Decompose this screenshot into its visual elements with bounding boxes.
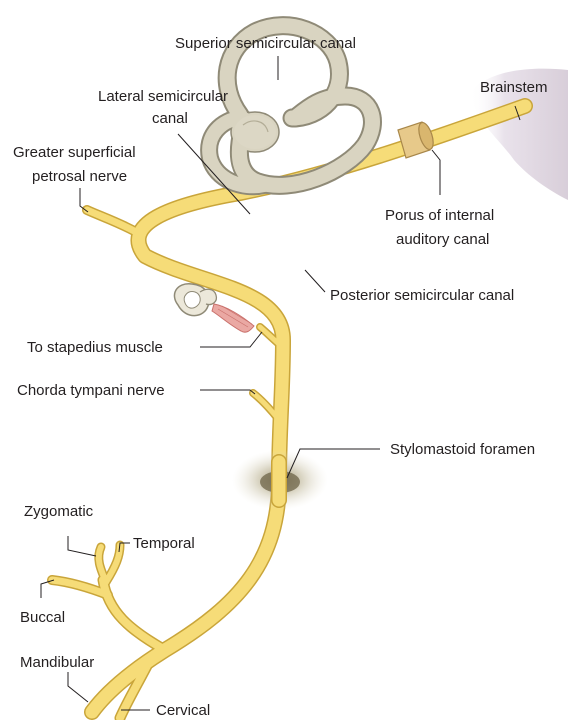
posterior-canal-label: Posterior semicircular canal <box>330 287 514 304</box>
stapedius-muscle <box>212 304 254 332</box>
stapedius-label: To stapedius muscle <box>27 339 163 356</box>
superior-canal-label: Superior semicircular canal <box>175 35 356 52</box>
brainstem-label: Brainstem <box>480 79 548 96</box>
cervical-label: Cervical <box>156 702 210 719</box>
facial-nerve <box>52 106 525 718</box>
chorda-tympani-label: Chorda tympani nerve <box>17 382 165 399</box>
stylomastoid-foramen-shape <box>232 450 328 510</box>
temporal-label: Temporal <box>133 535 195 552</box>
zygomatic-label: Zygomatic <box>24 503 94 520</box>
lateral-canal-label-line1: Lateral semicircular <box>98 88 228 105</box>
gspn-label-line1: Greater superficial <box>13 144 136 161</box>
buccal-label: Buccal <box>20 609 65 626</box>
porus-label-line2: auditory canal <box>396 231 489 248</box>
stylomastoid-label: Stylomastoid foramen <box>390 441 535 458</box>
gspn-label-line2: petrosal nerve <box>32 168 127 185</box>
porus-label-line1: Porus of internal <box>385 207 494 224</box>
lateral-canal-label-line2: canal <box>152 110 188 127</box>
mandibular-label: Mandibular <box>20 654 94 671</box>
